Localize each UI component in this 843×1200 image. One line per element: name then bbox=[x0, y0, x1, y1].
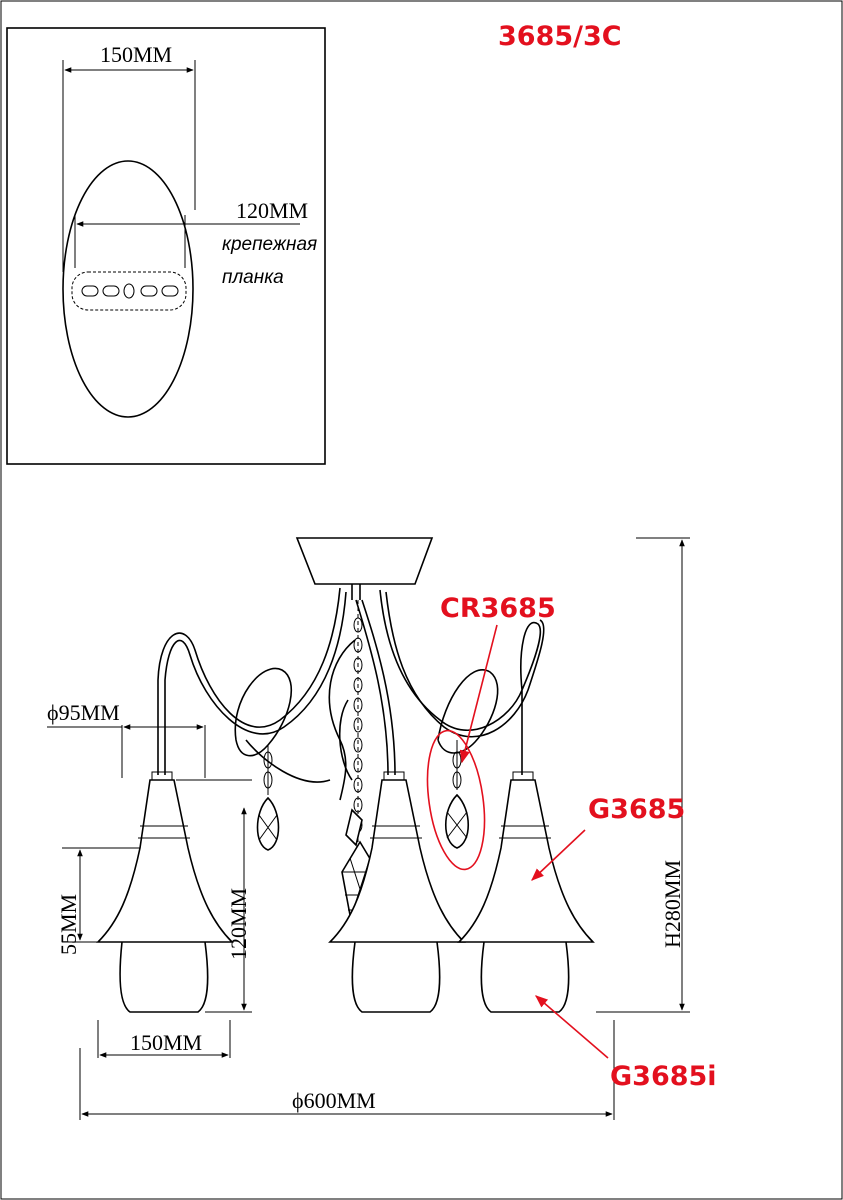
shade-width-label: 150MM bbox=[130, 1030, 202, 1055]
inner-shade-callout: G3685i bbox=[535, 995, 717, 1092]
right-arm bbox=[379, 589, 542, 775]
crystal-chain bbox=[353, 600, 363, 860]
inset-frame bbox=[6, 27, 326, 465]
inset-width-label: 150MM bbox=[100, 42, 172, 67]
crystal-part-code: CR3685 bbox=[440, 593, 556, 624]
shade-part-code: G3685 bbox=[588, 794, 685, 825]
plate-label-line1: крепежная bbox=[222, 234, 317, 255]
left-crystal bbox=[256, 745, 280, 851]
crystal-callout: CR3685 bbox=[426, 593, 556, 871]
chandelier bbox=[96, 537, 595, 1013]
crystal-highlight-ring bbox=[426, 729, 486, 871]
shade-width-dimension: 150MM bbox=[97, 1020, 231, 1058]
lamp-height-dimension: 120MM bbox=[176, 779, 252, 1013]
shade-diameter-label: ϕ95MM bbox=[47, 700, 120, 725]
left-curl bbox=[234, 667, 292, 757]
lamp-height-label: 120MM bbox=[226, 888, 251, 960]
right-lamp bbox=[457, 771, 595, 1013]
shade-height-label: 55MM bbox=[56, 894, 81, 955]
plate-width-label: 120MM bbox=[236, 198, 308, 223]
right-crystal bbox=[445, 740, 469, 849]
model-code: 3685/3C bbox=[498, 21, 622, 52]
overall-height-label: H280MM bbox=[660, 860, 685, 948]
canopy bbox=[295, 537, 434, 585]
left-arm bbox=[157, 587, 341, 775]
inner-shade-part-code: G3685i bbox=[610, 1061, 717, 1092]
shade-callout: G3685 bbox=[531, 794, 685, 881]
mounting-inset: 150MM 120MM крепежная планка bbox=[6, 27, 326, 465]
left-lamp bbox=[96, 771, 234, 1013]
canopy-outline bbox=[62, 160, 194, 418]
shade-diameter-dimension: ϕ95MM bbox=[47, 700, 206, 778]
center-arm bbox=[361, 599, 396, 776]
left-inner-shade bbox=[119, 941, 209, 1013]
overall-diameter-label: ϕ600MM bbox=[292, 1088, 376, 1113]
mounting-plate bbox=[71, 271, 187, 311]
right-inner-shade bbox=[480, 941, 570, 1013]
shade-height-dimension: 55MM bbox=[56, 847, 140, 955]
plate-label-line2: планка bbox=[222, 267, 284, 288]
overall-diameter-dimension: ϕ600MM bbox=[79, 1020, 615, 1120]
overall-height-dimension: H280MM bbox=[596, 537, 690, 1013]
